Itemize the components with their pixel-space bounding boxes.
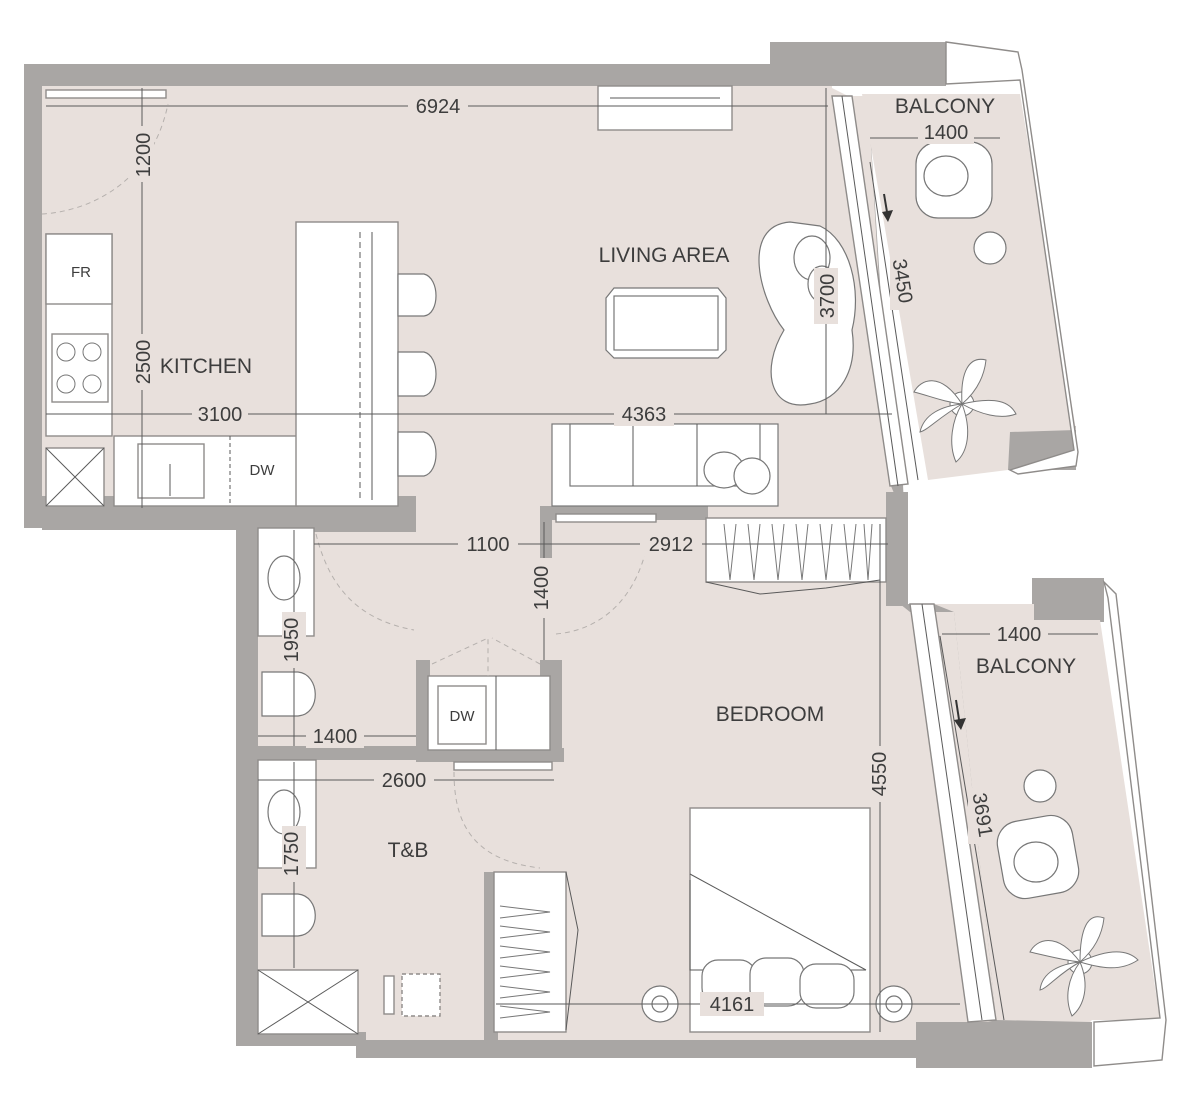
- dim-2500: 2500: [133, 340, 155, 385]
- fixture-label-washer: DW: [450, 708, 476, 725]
- dim-4363: 4363: [622, 404, 667, 426]
- living-furniture: [551, 85, 857, 507]
- laundry-closet: [427, 637, 551, 751]
- dim-4550: 4550: [869, 752, 891, 797]
- balcony-top: [831, 41, 1079, 487]
- dim-1950: 1950: [281, 618, 303, 663]
- plant-icon: [913, 358, 1017, 463]
- sink: [137, 443, 205, 499]
- room-label-bedroom: BEDROOM: [716, 703, 825, 726]
- dimension-labels: 6924 1200 2500 3100 4363 3700 1400 3450 …: [130, 94, 1048, 1016]
- dim-1400-vertical: 1400: [531, 566, 553, 611]
- fridge: [45, 233, 113, 305]
- dim-1100: 1100: [466, 534, 509, 556]
- dim-6924: 6924: [416, 96, 461, 118]
- room-label-balcony-bottom: BALCONY: [976, 655, 1076, 678]
- dim-3700: 3700: [817, 274, 839, 319]
- room-label-kitchen: KITCHEN: [160, 355, 252, 378]
- dim-4161: 4161: [710, 994, 755, 1016]
- plant-icon: [1029, 916, 1139, 1017]
- room-label-balcony-top: BALCONY: [895, 95, 995, 118]
- dim-1400-bath: 1400: [313, 726, 358, 748]
- room-label-living-area: LIVING AREA: [599, 244, 730, 267]
- room-labels: BALCONY LIVING AREA KITCHEN BALCONY BEDR…: [71, 95, 1076, 862]
- dim-1400-balcony-bottom: 1400: [997, 624, 1042, 646]
- dimension-lines: [46, 88, 1098, 1032]
- room-label-tb: T&B: [388, 839, 429, 862]
- dim-1750: 1750: [281, 832, 303, 877]
- dim-1200: 1200: [133, 133, 155, 178]
- stove-icon: [56, 342, 102, 394]
- kitchen-fixtures: [41, 89, 437, 507]
- balcony-bottom: [909, 579, 1167, 1067]
- fixture-label-fridge: FR: [71, 264, 91, 281]
- dim-1400-balcony-top: 1400: [924, 122, 969, 144]
- dim-3100: 3100: [198, 404, 243, 426]
- dim-2600: 2600: [382, 770, 427, 792]
- wardrobe-living: [705, 517, 887, 595]
- dim-2912: 2912: [649, 534, 694, 556]
- fixture-label-dishwasher: DW: [250, 462, 276, 479]
